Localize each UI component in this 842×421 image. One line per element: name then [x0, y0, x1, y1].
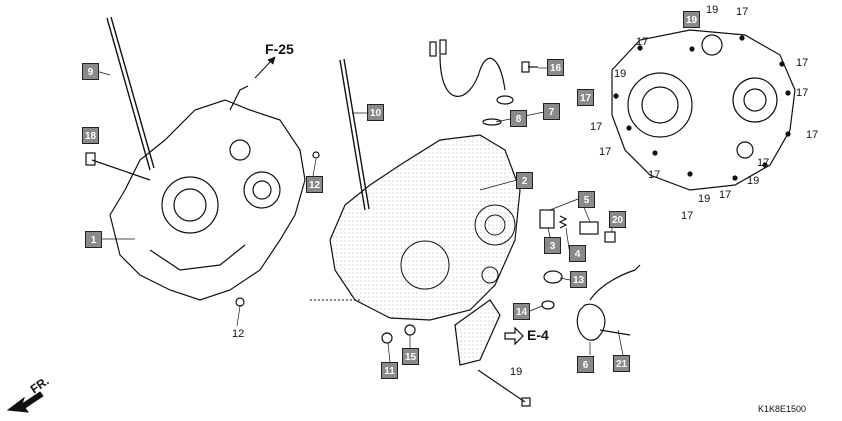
callout-box: 15 — [402, 348, 419, 365]
callout-box: 11 — [381, 362, 398, 379]
callout-label: 17 — [599, 146, 612, 158]
left-crankcase — [109, 85, 320, 307]
callout-label: 17 — [757, 157, 770, 169]
neutral-switch-harness — [429, 39, 538, 126]
callout-box: 19 — [683, 11, 700, 28]
callout-box: 14 — [513, 303, 530, 320]
callout-box: 21 — [613, 355, 630, 372]
callout-label: 19 — [510, 366, 523, 378]
reference-f25: F-25 — [265, 41, 294, 57]
callout-box: 12 — [306, 176, 323, 193]
fr-arrow — [6, 391, 44, 413]
callout-label: 17 — [796, 57, 809, 69]
callout-box: 20 — [609, 211, 626, 228]
callout-box: 5 — [578, 191, 595, 208]
callout-text: 17 — [579, 93, 592, 104]
callout-box: 10 — [367, 104, 384, 121]
callout-box: 13 — [570, 271, 587, 288]
callout-label: 17 — [648, 169, 661, 181]
callout-box: 18 — [82, 127, 99, 144]
callout-label: 19 — [706, 4, 719, 16]
callout-label: 17 — [736, 6, 749, 18]
callout-box: 6 — [577, 356, 594, 373]
bolt-18 — [85, 152, 151, 181]
callout-box: 8 — [510, 110, 527, 127]
center-crankcase — [310, 134, 521, 321]
right-small-parts — [381, 209, 641, 407]
stud-bolt-9 — [106, 16, 155, 171]
drawing-code: K1K8E1500 — [758, 404, 807, 414]
callout-box: 17 — [577, 89, 594, 106]
callout-label: 19 — [747, 175, 760, 187]
callout-label: 17 — [681, 210, 694, 222]
stud-bolt-10 — [339, 58, 370, 211]
sealing-pattern-view — [611, 29, 796, 191]
callout-label: 17 — [796, 87, 809, 99]
callout-label: 19 — [614, 68, 627, 80]
callout-label: 12 — [232, 328, 245, 340]
callout-label: 17 — [636, 36, 649, 48]
callout-label: 19 — [698, 193, 711, 205]
callout-label: 17 — [806, 129, 819, 141]
callout-label: 17 — [719, 189, 732, 201]
callout-box: 16 — [547, 59, 564, 76]
callout-box: 3 — [544, 237, 561, 254]
callout-box: 7 — [543, 103, 560, 120]
callout-box: 4 — [569, 245, 586, 262]
callout-box: 9 — [82, 63, 99, 80]
callout-box: 1 — [85, 231, 102, 248]
reference-e4: E-4 — [527, 327, 549, 343]
callout-box: 2 — [516, 172, 533, 189]
callout-label: 17 — [590, 121, 603, 133]
